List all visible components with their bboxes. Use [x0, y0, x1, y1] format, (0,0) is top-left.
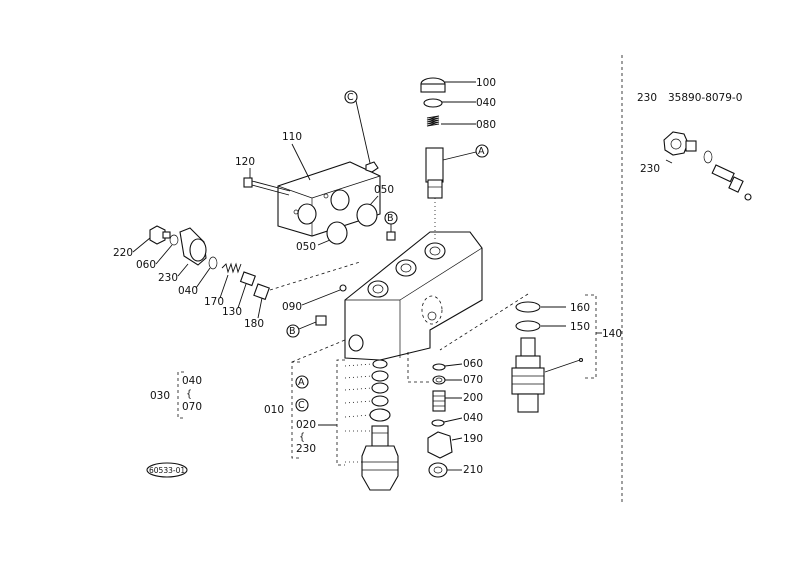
header-ref-no: 230 — [637, 92, 657, 104]
callout-040-left: 040 — [178, 285, 198, 297]
callout-030-bottom: 070 — [182, 401, 202, 413]
valve-body — [344, 231, 483, 361]
svg-text:60533-01: 60533-01 — [149, 466, 185, 475]
left-side-assembly — [149, 225, 270, 301]
callout-230-detail: 230 — [640, 163, 660, 175]
callout-030-top: 040 — [182, 375, 202, 387]
callout-130: 130 — [222, 306, 242, 318]
header-part-number: 35890-8079-0 — [668, 92, 742, 104]
callout-100: 100 — [476, 77, 496, 89]
marker-c-lower — [295, 398, 309, 412]
callout-200: 200 — [463, 392, 483, 404]
callout-190: 190 — [463, 433, 483, 445]
plug-c — [365, 161, 379, 173]
svg-text:A: A — [478, 146, 485, 157]
cartridge-140 — [511, 301, 545, 413]
svg-text:A: A — [298, 377, 305, 388]
callout-220: 220 — [113, 247, 133, 259]
top-stack — [420, 77, 446, 199]
callout-020: 020 — [296, 419, 316, 431]
callout-230-left: 230 — [158, 272, 178, 284]
detail-assembly-230 — [663, 131, 752, 201]
callout-170: 170 — [204, 296, 224, 308]
marker-a-top — [475, 144, 489, 158]
marker-b-lower — [286, 324, 300, 338]
bolt-120 — [243, 177, 291, 196]
callout-050-upper: 050 — [374, 184, 394, 196]
svg-text:B: B — [387, 213, 394, 224]
callout-010: 010 — [264, 404, 284, 416]
left-lower-stack — [361, 359, 399, 491]
callout-050-lower: 050 — [296, 241, 316, 253]
svg-text:{: { — [299, 432, 305, 443]
svg-text:B: B — [289, 326, 296, 337]
callout-120: 120 — [235, 156, 255, 168]
svg-text:{: { — [186, 389, 192, 400]
callout-110: 110 — [282, 131, 302, 143]
svg-text:C: C — [347, 92, 354, 103]
callout-030: 030 — [150, 390, 170, 402]
callout-210: 210 — [463, 464, 483, 476]
callout-140: 140 — [602, 328, 622, 340]
o-ring-050-upper — [356, 203, 378, 227]
callout-180: 180 — [244, 318, 264, 330]
callout-040-top: 040 — [476, 97, 496, 109]
callout-060-mid: 060 — [463, 358, 483, 370]
o-ring-050-lower — [326, 221, 348, 245]
cover-plate-110 — [277, 161, 381, 237]
svg-text:C: C — [298, 400, 305, 411]
drawing-stamp — [146, 462, 188, 478]
callout-230-lower: 230 — [296, 443, 316, 455]
callout-090: 090 — [282, 301, 302, 313]
callout-070-mid: 070 — [463, 374, 483, 386]
marker-a-lower — [295, 375, 309, 389]
callout-160: 160 — [570, 302, 590, 314]
callout-040-mid: 040 — [463, 412, 483, 424]
callout-080: 080 — [476, 119, 496, 131]
callout-060-left: 060 — [136, 259, 156, 271]
marker-c-top — [344, 90, 358, 104]
middle-lower-stack — [427, 363, 453, 478]
callout-150: 150 — [570, 321, 590, 333]
